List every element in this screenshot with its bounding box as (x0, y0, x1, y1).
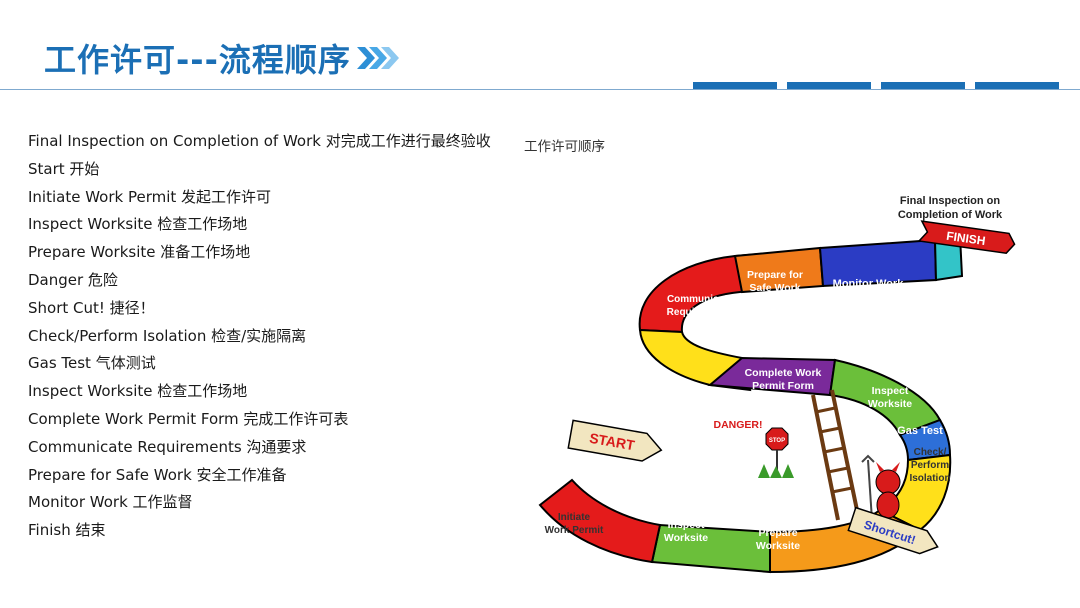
accent-bar (975, 82, 1059, 89)
label-check: Check/ (914, 447, 947, 458)
label-monitor: Monitor Work (833, 278, 905, 290)
label-inspect-upper: Worksite (868, 398, 912, 410)
label-complete: Permit Form (752, 380, 814, 392)
label-initiate: Work Permit (545, 525, 604, 536)
label-inspect-lower: Inspect (668, 519, 705, 531)
slide-title-text: 工作许可---流程顺序 (44, 35, 351, 81)
list-item: Gas Test 气体测试 (28, 350, 508, 378)
list-item: Communicate Requirements 沟通要求 (28, 434, 508, 462)
header-accent-bars (693, 82, 1059, 89)
list-item: Prepare Worksite 准备工作场地 (28, 239, 508, 267)
list-item: Finish 结束 (28, 517, 508, 545)
label-inspect-lower: Worksite (664, 532, 708, 544)
list-item: Start 开始 (28, 156, 508, 184)
accent-bar (881, 82, 965, 89)
list-item: Monitor Work 工作监督 (28, 489, 508, 517)
ladder-icon (813, 390, 858, 520)
label-prepare-safe: Safe Work (749, 282, 800, 294)
header-divider (0, 89, 1080, 90)
start-sign: START (568, 420, 663, 464)
stop-sign-icon: STOP (758, 428, 794, 478)
chevron-right-icon (357, 45, 399, 71)
label-prepare-ws: Prepare (758, 527, 797, 539)
label-prepare-safe: Prepare for (747, 269, 803, 281)
danger-label: DANGER! (714, 419, 763, 431)
stop-label: STOP (769, 438, 785, 444)
final-inspection-label: Completion of Work (898, 209, 1003, 221)
list-item: Check/Perform Isolation 检查/实施隔离 (28, 323, 508, 351)
list-item: Short Cut! 捷径！ (28, 295, 508, 323)
label-complete: Complete Work (745, 367, 822, 379)
label-inspect-upper: Inspect (872, 385, 909, 397)
label-check: Isolation (909, 473, 950, 484)
final-inspection-label: Final Inspection on (900, 195, 1001, 207)
list-item: Inspect Worksite 检查工作场地 (28, 211, 508, 239)
label-gas: Gas Test (897, 425, 943, 437)
list-item: Prepare for Safe Work 安全工作准备 (28, 462, 508, 490)
label-prepare-ws: Worksite (756, 540, 800, 552)
label-initiate: Initiate (558, 512, 591, 523)
devil-icon (862, 456, 900, 520)
list-item: Initiate Work Permit 发起工作许可 (28, 184, 508, 212)
label-communicate: Requirements (667, 307, 734, 318)
accent-bar (693, 82, 777, 89)
list-item: Danger 危险 (28, 267, 508, 295)
label-check: Perform (911, 460, 949, 471)
accent-bar (787, 82, 871, 89)
label-communicate: Communicate (667, 294, 734, 305)
diagram-caption: 工作许可顺序 (524, 135, 605, 155)
list-item: Inspect Worksite 检查工作场地 (28, 378, 508, 406)
list-item: Complete Work Permit Form 完成工作许可表 (28, 406, 508, 434)
slide-title: 工作许可---流程顺序 (44, 36, 399, 80)
list-item: Final Inspection on Completion of Work 对… (28, 128, 508, 156)
step-list: Final Inspection on Completion of Work 对… (28, 128, 508, 545)
permit-board-diagram: Final Inspection on Completion of Work F… (520, 180, 1060, 600)
